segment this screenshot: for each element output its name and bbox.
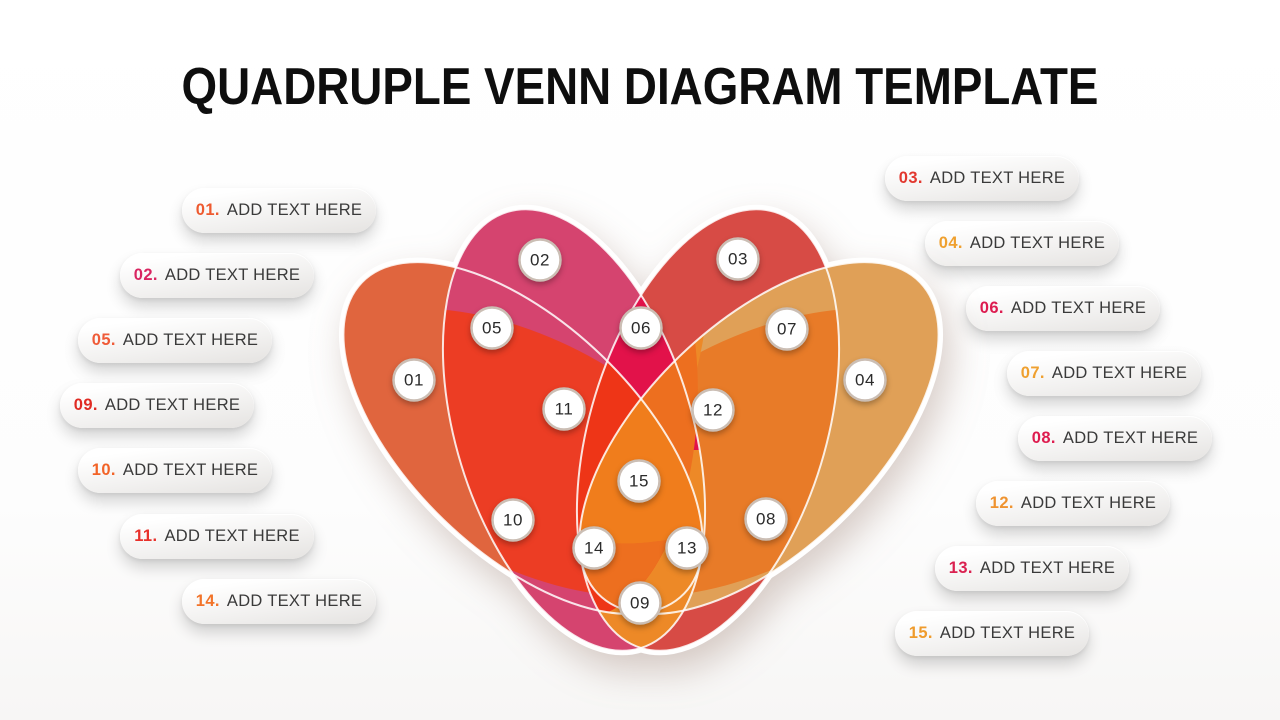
label-text: ADD TEXT HERE — [1020, 494, 1157, 512]
label-text: ADD TEXT HERE — [164, 266, 301, 284]
badge-circle — [665, 526, 709, 570]
badge-number: 13 — [677, 539, 697, 558]
badge-number: 06 — [631, 319, 651, 338]
badge-circle — [716, 237, 760, 281]
label-text: ADD TEXT HERE — [979, 559, 1116, 577]
badge-number: 07 — [777, 320, 797, 339]
label-text: ADD TEXT HERE — [929, 169, 1066, 187]
label-pill-04[interactable]: 04. ADD TEXT HERE — [925, 221, 1119, 266]
venn-badge-07[interactable]: 07 — [765, 307, 809, 351]
venn-badge-08[interactable]: 08 — [744, 497, 788, 541]
label-text: ADD TEXT HERE — [1062, 429, 1199, 447]
badge-circle — [843, 358, 887, 402]
badge-circle — [542, 387, 586, 431]
label-text: ADD TEXT HERE — [1010, 299, 1147, 317]
label-pill-10[interactable]: 10. ADD TEXT HERE — [78, 448, 272, 493]
badge-circle — [618, 581, 662, 625]
venn-badge-13[interactable]: 13 — [665, 526, 709, 570]
venn-badge-06[interactable]: 06 — [619, 306, 663, 350]
venn-badge-02[interactable]: 02 — [518, 238, 562, 282]
label-pill-15[interactable]: 15. ADD TEXT HERE — [895, 611, 1089, 656]
badge-number: 12 — [703, 401, 723, 420]
badge-number: 10 — [503, 511, 523, 530]
label-number: 06. — [979, 299, 1004, 317]
label-pill-07[interactable]: 07. ADD TEXT HERE — [1007, 351, 1201, 396]
badge-number: 01 — [404, 371, 424, 390]
badge-circle — [765, 307, 809, 351]
label-number: 14. — [195, 592, 220, 610]
label-number: 08. — [1031, 429, 1056, 447]
badge-circle — [470, 306, 514, 350]
label-pill-08[interactable]: 08. ADD TEXT HERE — [1018, 416, 1212, 461]
venn-badge-11[interactable]: 11 — [542, 387, 586, 431]
label-text: ADD TEXT HERE — [226, 592, 363, 610]
label-text: ADD TEXT HERE — [939, 624, 1076, 642]
badge-circle — [617, 459, 661, 503]
label-number: 02. — [133, 266, 158, 284]
badge-circle — [572, 526, 616, 570]
page-title: QUADRUPLE VENN DIAGRAM TEMPLATE — [0, 60, 1280, 114]
badge-number: 14 — [584, 539, 604, 558]
badge-circle — [744, 497, 788, 541]
label-text: ADD TEXT HERE — [226, 201, 363, 219]
venn-badge-10[interactable]: 10 — [491, 498, 535, 542]
venn-overlap-abcd — [579, 262, 754, 605]
label-text: ADD TEXT HERE — [164, 527, 300, 545]
venn-badge-09[interactable]: 09 — [618, 581, 662, 625]
label-pill-12[interactable]: 12. ADD TEXT HERE — [976, 481, 1170, 526]
venn-edge-c — [575, 208, 841, 652]
venn-badge-15[interactable]: 15 — [617, 459, 661, 503]
label-pill-13[interactable]: 13. ADD TEXT HERE — [935, 546, 1129, 591]
label-number: 01. — [195, 201, 220, 219]
venn-badge-03[interactable]: 03 — [716, 237, 760, 281]
label-number: 13. — [948, 559, 973, 577]
badge-circle — [619, 306, 663, 350]
venn-edge-d — [578, 261, 940, 615]
badge-number: 15 — [629, 472, 649, 491]
badge-circle — [691, 388, 735, 432]
badge-number: 11 — [555, 400, 574, 419]
venn-badge-01[interactable]: 01 — [392, 358, 436, 402]
label-text: ADD TEXT HERE — [122, 461, 259, 479]
badge-number: 05 — [482, 319, 502, 338]
label-number: 05. — [91, 331, 116, 349]
label-pill-01[interactable]: 01. ADD TEXT HERE — [182, 188, 376, 233]
badge-number: 09 — [630, 594, 650, 613]
label-number: 15. — [908, 624, 933, 642]
badge-number: 03 — [728, 250, 748, 269]
badge-number: 08 — [756, 510, 776, 529]
label-pill-06[interactable]: 06. ADD TEXT HERE — [966, 286, 1160, 331]
label-number: 10. — [91, 461, 116, 479]
venn-badge-14[interactable]: 14 — [572, 526, 616, 570]
badge-circle — [392, 358, 436, 402]
label-text: ADD TEXT HERE — [104, 396, 241, 414]
label-number: 04. — [938, 234, 963, 252]
label-pill-09[interactable]: 09. ADD TEXT HERE — [60, 383, 254, 428]
venn-diagram: 01 02 03 04 05 06 07 08 — [338, 185, 944, 680]
badge-circle — [491, 498, 535, 542]
badge-circle — [518, 238, 562, 282]
label-pill-14[interactable]: 14. ADD TEXT HERE — [182, 579, 376, 624]
label-number: 09. — [73, 396, 98, 414]
label-number: 07. — [1020, 364, 1045, 382]
label-text: ADD TEXT HERE — [122, 331, 259, 349]
label-number: 12. — [989, 494, 1014, 512]
label-pill-11[interactable]: 11. ADD TEXT HERE — [120, 514, 314, 559]
label-pill-05[interactable]: 05. ADD TEXT HERE — [78, 318, 272, 363]
label-text: ADD TEXT HERE — [1051, 364, 1188, 382]
venn-badge-04[interactable]: 04 — [843, 358, 887, 402]
page-title-text: QUADRUPLE VENN DIAGRAM TEMPLATE — [181, 58, 1099, 116]
venn-badge-12[interactable]: 12 — [691, 388, 735, 432]
badge-number: 02 — [530, 251, 550, 270]
label-number: 03. — [898, 169, 923, 187]
label-pill-03[interactable]: 03. ADD TEXT HERE — [885, 156, 1079, 201]
label-number: 11. — [134, 527, 158, 545]
label-pill-02[interactable]: 02. ADD TEXT HERE — [120, 253, 314, 298]
badge-number: 04 — [855, 371, 875, 390]
label-text: ADD TEXT HERE — [969, 234, 1106, 252]
venn-edge-a — [342, 261, 704, 615]
venn-badge-05[interactable]: 05 — [470, 306, 514, 350]
